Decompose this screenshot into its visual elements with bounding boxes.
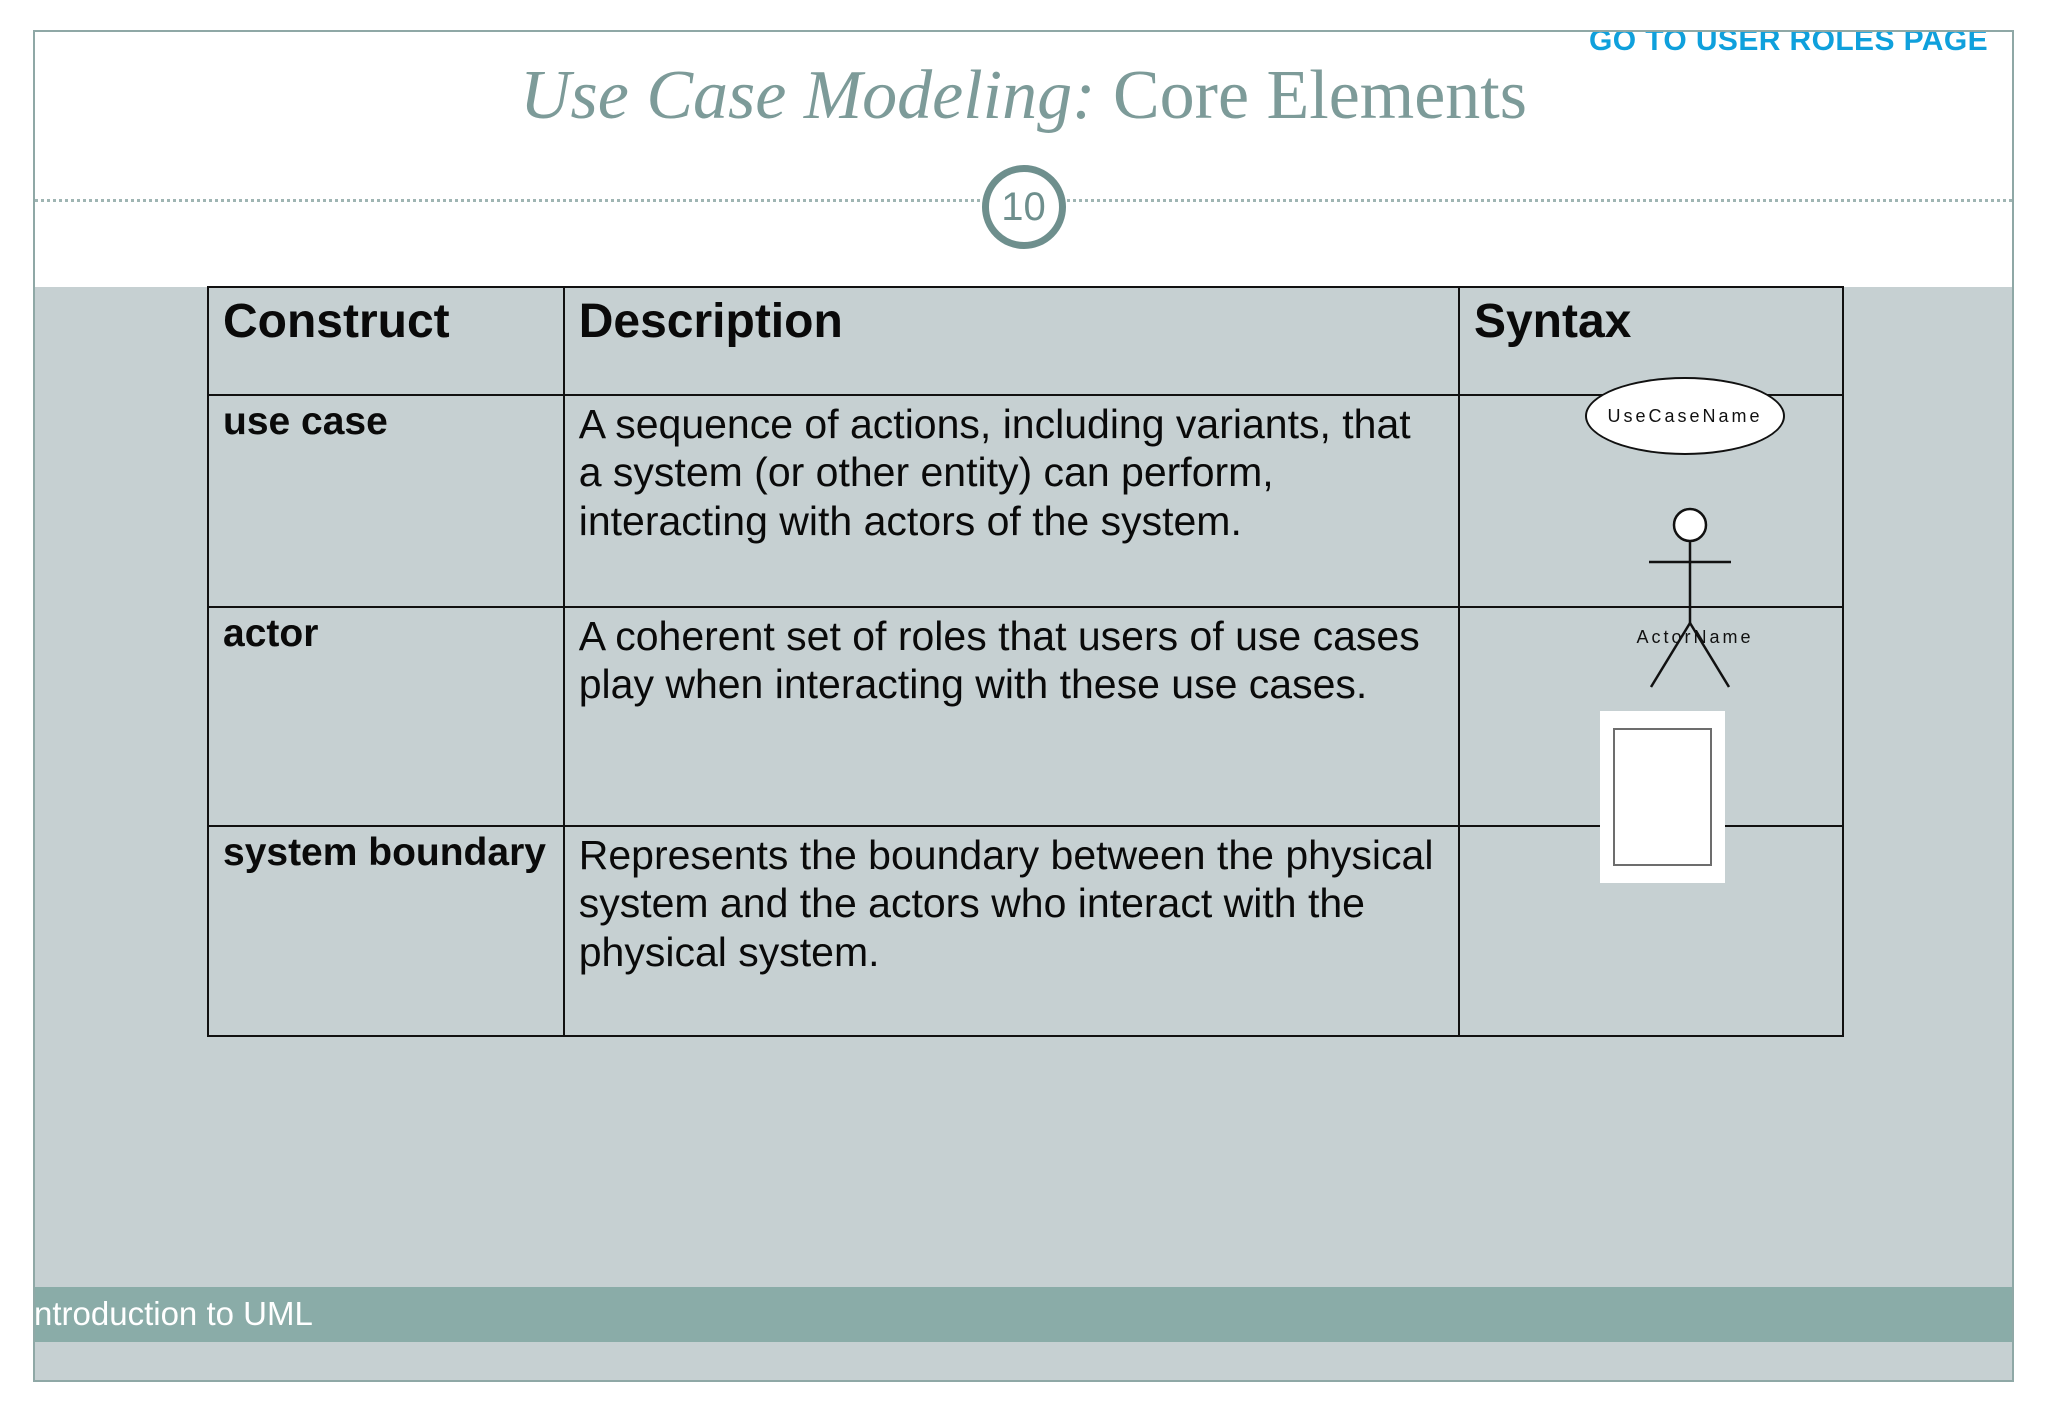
table-row: system boundary Represents the boundary … [207, 825, 1845, 1037]
column-header-syntax: Syntax [1457, 286, 1845, 396]
slide-canvas: GO TO USER ROLES PAGE Use Case Modeling:… [33, 30, 2014, 1382]
column-header-description: Description [562, 286, 1460, 396]
cell-description-use-case: A sequence of actions, including variant… [562, 394, 1460, 608]
page-number-badge: 10 [981, 165, 1066, 249]
cell-syntax-use-case [1457, 394, 1845, 608]
footer-bar: ntroduction to UML [34, 1287, 2012, 1342]
table-row: actor A coherent set of roles that users… [207, 606, 1845, 827]
cell-construct-actor: actor [207, 606, 565, 827]
slide-body-panel: Construct Description Syntax use case A … [35, 286, 2012, 1380]
page-title-rest: Core Elements [1095, 57, 1527, 134]
table-row: use case A sequence of actions, includin… [207, 394, 1845, 608]
column-header-construct: Construct [207, 286, 565, 396]
go-to-user-roles-page-link[interactable]: GO TO USER ROLES PAGE [1588, 30, 1988, 57]
core-elements-table: Construct Description Syntax use case A … [207, 286, 1845, 1037]
cell-construct-use-case: use case [207, 394, 565, 608]
cell-description-system-boundary: Represents the boundary between the phys… [562, 825, 1460, 1037]
cell-construct-system-boundary: system boundary [207, 825, 565, 1037]
footer-label: ntroduction to UML [34, 1295, 313, 1332]
page-title: Use Case Modeling: Core Elements [35, 58, 2012, 134]
cell-syntax-actor [1457, 606, 1845, 827]
page-number-label: 10 [1001, 184, 1046, 229]
cell-description-actor: A coherent set of roles that users of us… [562, 606, 1460, 827]
cell-syntax-system-boundary [1457, 825, 1845, 1037]
table-header-row: Construct Description Syntax [207, 286, 1845, 396]
page-title-emphasis: Use Case Modeling: [519, 57, 1096, 134]
